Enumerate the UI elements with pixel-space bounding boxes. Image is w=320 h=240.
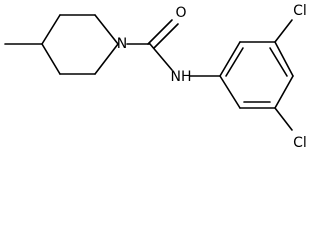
bond-n-c2: [94, 14, 119, 45]
bond-ar-6: [219, 75, 241, 109]
atom-label-cl-top: Cl: [293, 3, 307, 19]
bond-cl-top: [274, 19, 293, 43]
piperidine-ring: [41, 14, 119, 75]
atom-label-n-ring: N: [117, 36, 127, 52]
bond-ar-inner-2: [269, 47, 288, 77]
bond-ar-4: [274, 75, 294, 109]
bond-c3-c4: [41, 14, 61, 45]
bond-ar-1: [219, 41, 241, 77]
bond-c4-c5: [41, 43, 61, 75]
bond-co-2: [153, 23, 179, 49]
carbonyl-double-bond: [147, 19, 179, 49]
chemical-structure: N O NH Cl Cl: [4, 3, 307, 151]
bond-ar-inner-1: [225, 47, 244, 77]
atom-label-cl-bottom: Cl: [293, 135, 307, 151]
bond-co-1: [147, 19, 173, 45]
atom-label-oxygen: O: [175, 5, 186, 21]
bond-c6-n: [94, 43, 119, 75]
bond-ar-3: [274, 41, 294, 77]
bond-carbonyl-nh: [149, 43, 173, 71]
benzene-ring: [219, 41, 294, 109]
bond-cl-bottom: [274, 107, 293, 131]
atom-label-nh: NH: [171, 69, 192, 85]
